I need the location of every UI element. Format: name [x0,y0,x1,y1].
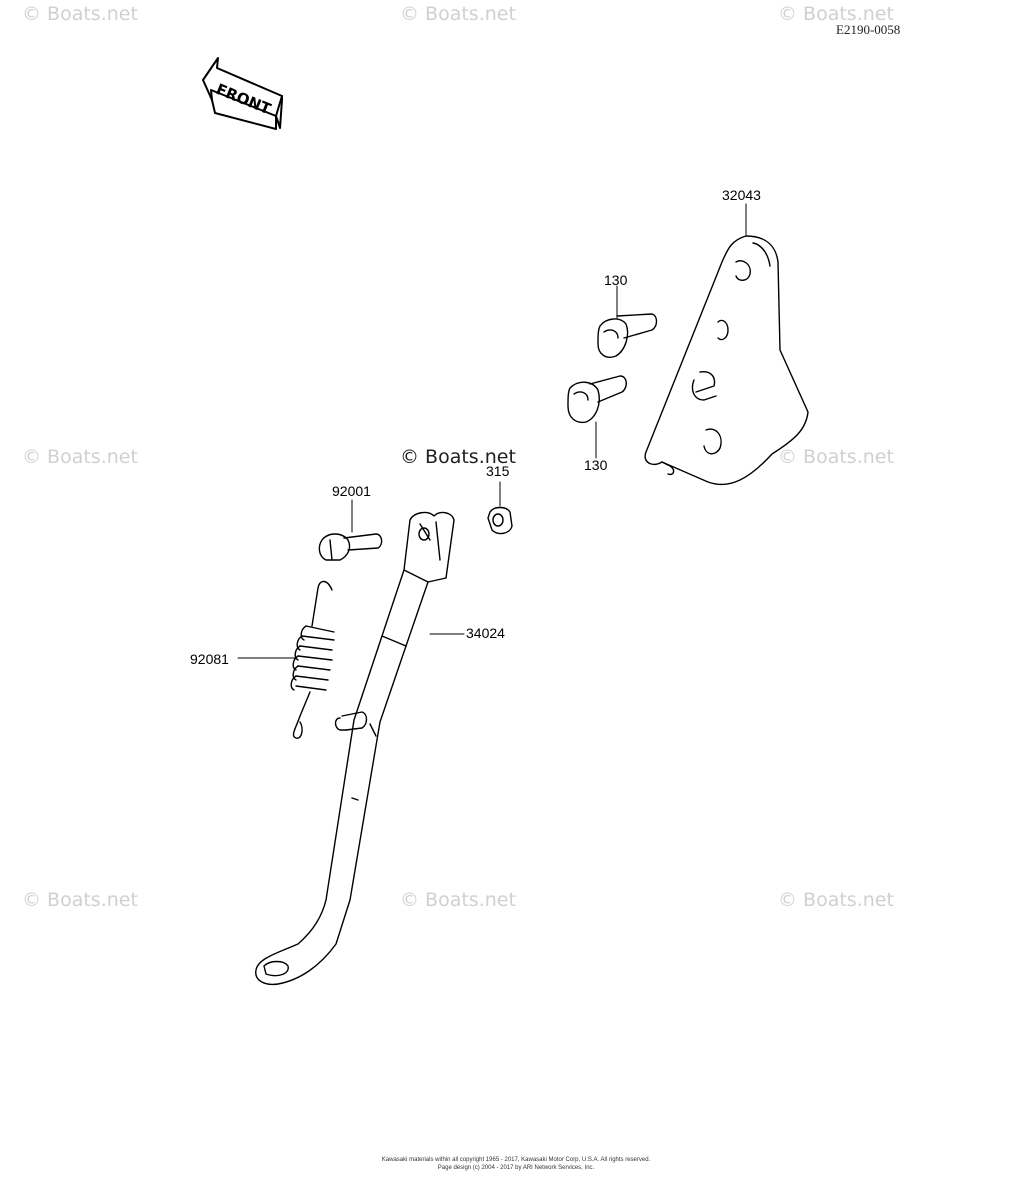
front-arrow-icon: FRONT [202,57,283,130]
part-label-32043: 32043 [722,187,761,203]
watermark: © Boats.net [778,446,894,468]
hex-nut [487,481,513,535]
watermark: © Boats.net [778,889,894,911]
watermark: © Boats.net [400,446,516,468]
part-label-130-lower: 130 [584,457,608,473]
part-label-34024: 34024 [466,625,505,641]
watermark: © Boats.net [22,889,138,911]
side-stand [255,511,465,986]
flange-bolt-upper [597,285,658,358]
watermark: © Boats.net [22,3,138,25]
part-label-315: 315 [486,463,510,479]
return-spring [237,580,335,739]
page-design-line: Page design (c) 2004 - 2017 by ARI Netwo… [437,1165,595,1171]
pivot-bolt [318,499,383,561]
stand-bracket [644,203,809,486]
watermark: © Boats.net [400,3,516,25]
part-label-130-upper: 130 [604,272,628,288]
watermark: © Boats.net [22,446,138,468]
watermark: © Boats.net [778,3,894,25]
part-label-92081: 92081 [190,651,229,667]
watermark: © Boats.net [400,889,516,911]
copyright-line: Kawasaki materials within all copyright … [381,1157,651,1163]
part-label-92001: 92001 [332,483,371,499]
flange-bolt-lower [567,375,627,459]
diagram-code: E2190-0058 [836,22,901,37]
